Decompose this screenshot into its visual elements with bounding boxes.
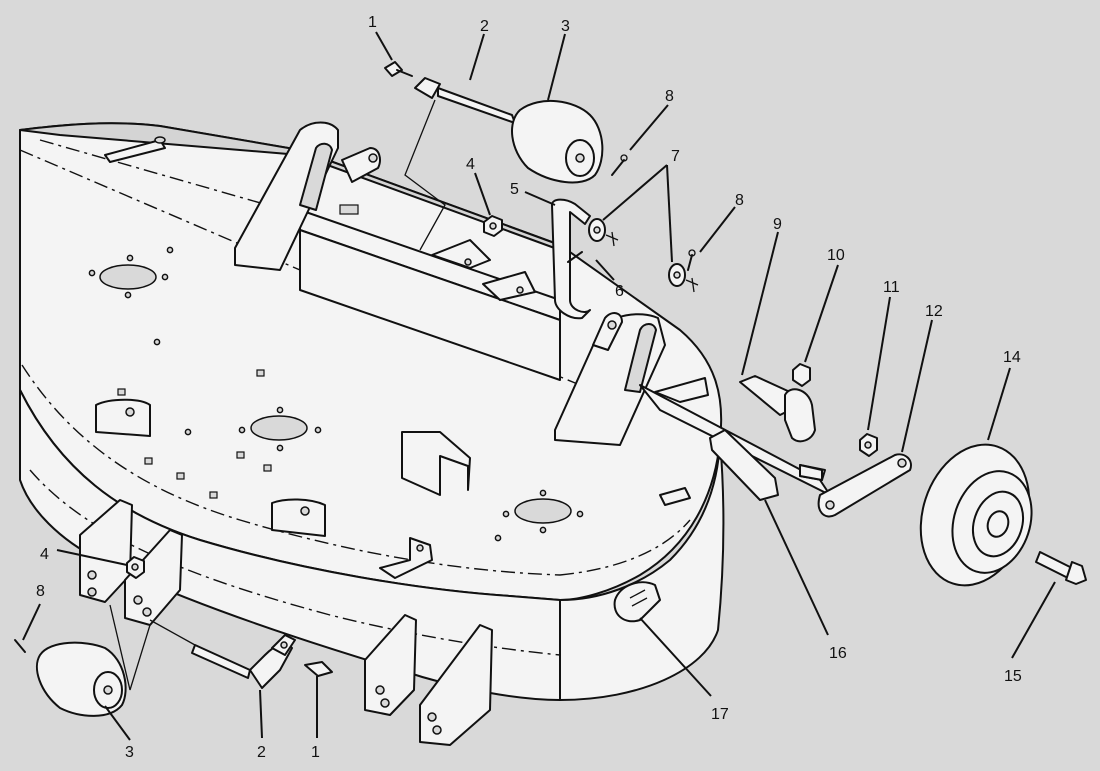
callout-17: 17: [711, 706, 729, 723]
callout-6: 6: [615, 283, 624, 300]
callout-2-bottom: 2: [257, 744, 266, 761]
callout-8-mid: 8: [735, 192, 744, 209]
callout-9: 9: [773, 216, 782, 233]
callout-14: 14: [1003, 349, 1021, 366]
callout-3-top: 3: [561, 18, 570, 35]
callout-1-bottom: 1: [311, 744, 320, 761]
callout-4-left: 4: [40, 546, 49, 563]
callout-8-top: 8: [665, 88, 674, 105]
callout-5: 5: [510, 181, 519, 198]
callout-2-top: 2: [480, 18, 489, 35]
mower-deck-housing: [19, 121, 831, 746]
callout-3-bottom: 3: [125, 744, 134, 761]
callout-1-top: 1: [368, 14, 377, 31]
callout-numbers: 1 2 3 8 7 4 5 6 8 9 10 11 12 14 15 16 17…: [36, 14, 1022, 761]
callout-10: 10: [827, 247, 845, 264]
callout-8-left: 8: [36, 583, 45, 600]
lower-gauge-wheel-assembly: [14, 556, 333, 717]
callout-15: 15: [1004, 668, 1022, 685]
callout-12: 12: [925, 303, 943, 320]
callout-4-top: 4: [466, 156, 475, 173]
callout-7: 7: [671, 148, 680, 165]
right-wheel-assembly: [613, 363, 1087, 623]
leader-lines: [22, 31, 1056, 741]
callout-16: 16: [829, 645, 847, 662]
callout-11: 11: [883, 279, 900, 296]
upper-gauge-wheel-assembly: [384, 61, 699, 320]
